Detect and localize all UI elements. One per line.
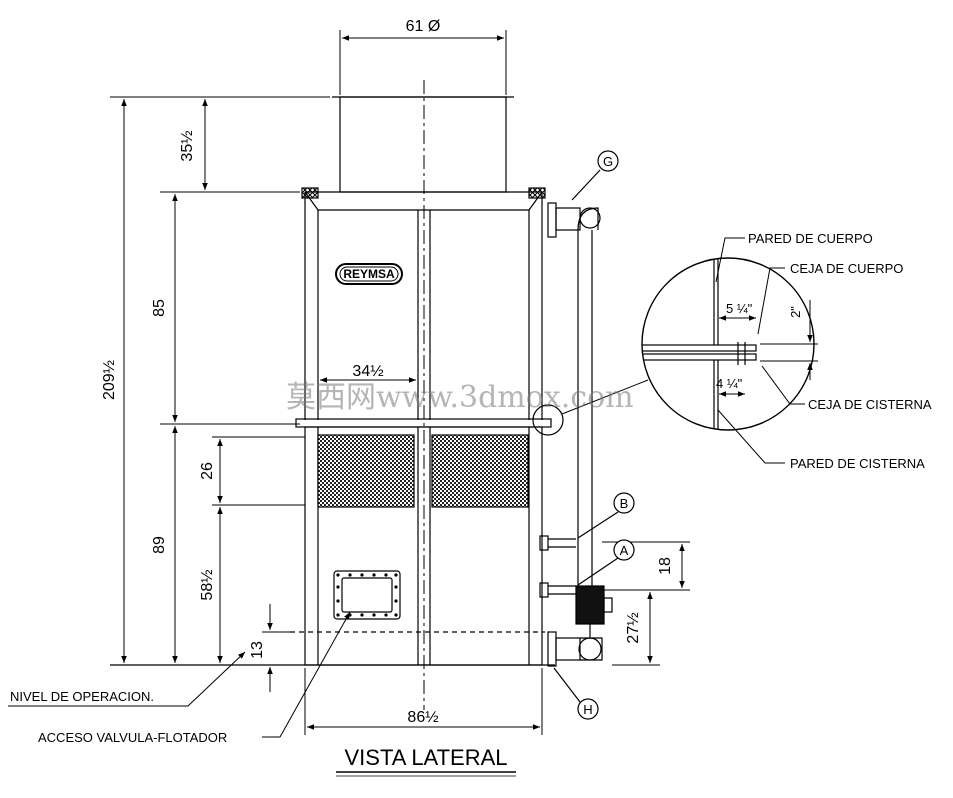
access-panel-bolts xyxy=(336,573,398,617)
lifting-lug-left xyxy=(301,187,319,199)
balloon-a-label: A xyxy=(620,543,629,558)
balloon-h-label: H xyxy=(583,702,592,717)
balloon-b-label: B xyxy=(620,496,629,511)
connection-balloons xyxy=(553,150,635,720)
label-body-wall: PARED DE CUERPO xyxy=(748,231,873,246)
dim-total-height: 209½ xyxy=(101,360,118,400)
callout-leaders xyxy=(8,611,351,738)
watermark: 莫西网www.3dmox.com xyxy=(286,380,634,415)
dim-access-height: 58½ xyxy=(199,569,216,600)
dim-operating-level: 13 xyxy=(249,641,266,659)
pump-motor xyxy=(575,585,605,625)
air-inlet-louver-right xyxy=(431,434,529,508)
inlet-flange-g xyxy=(547,202,557,238)
tower-outline xyxy=(110,96,555,666)
label-tank-flange: CEJA DE CISTERNA xyxy=(808,397,932,412)
detail-marker xyxy=(532,404,564,436)
dim-outlet-height: 27½ xyxy=(625,612,642,643)
balloon-g-label: G xyxy=(603,154,613,169)
detail-dim-lower: 4 ¼" xyxy=(716,376,743,391)
brand-name: REYMSA xyxy=(343,267,395,281)
dim-lower-body: 89 xyxy=(151,536,168,554)
label-operating-level: NIVEL DE OPERACION. xyxy=(10,689,154,704)
dim-base-width: 86½ xyxy=(407,709,438,726)
detail-dim-upper: 5 ¼" xyxy=(726,301,753,316)
balloon-a xyxy=(613,539,635,561)
discharge-stack xyxy=(339,96,507,193)
detail-dim-gap: 2" xyxy=(788,306,803,318)
access-panel xyxy=(333,570,401,620)
air-inlet-louver-left xyxy=(317,434,415,508)
dim-stack-height: 35½ xyxy=(179,130,196,161)
balloon-g xyxy=(597,150,619,172)
dim-mid-width: 34½ xyxy=(352,363,383,380)
balloon-h xyxy=(577,698,599,720)
dim-upper-body: 85 xyxy=(151,299,168,317)
lifting-lug-right xyxy=(528,187,546,199)
balloon-b xyxy=(613,492,635,514)
piping xyxy=(539,202,613,667)
label-tank-wall: PARED DE CISTERNA xyxy=(790,456,925,471)
dim-louver: 26 xyxy=(199,462,216,480)
view-title: VISTA LATERAL xyxy=(344,745,507,770)
label-body-flange: CEJA DE CUERPO xyxy=(790,261,903,276)
dim-pipe-spacing: 18 xyxy=(657,557,674,575)
brand-logo: REYMSA xyxy=(335,263,403,285)
label-access-valve: ACCESO VALVULA-FLOTADOR xyxy=(38,730,227,745)
dim-top-diameter: 61 Ø xyxy=(406,18,441,35)
dimension-lines xyxy=(110,30,690,735)
outlet-flange-h xyxy=(547,631,557,667)
detail-view: 5 ¼" 4 ¼" 2" PARED DE CUERPO CEJA DE CUE… xyxy=(532,231,932,471)
